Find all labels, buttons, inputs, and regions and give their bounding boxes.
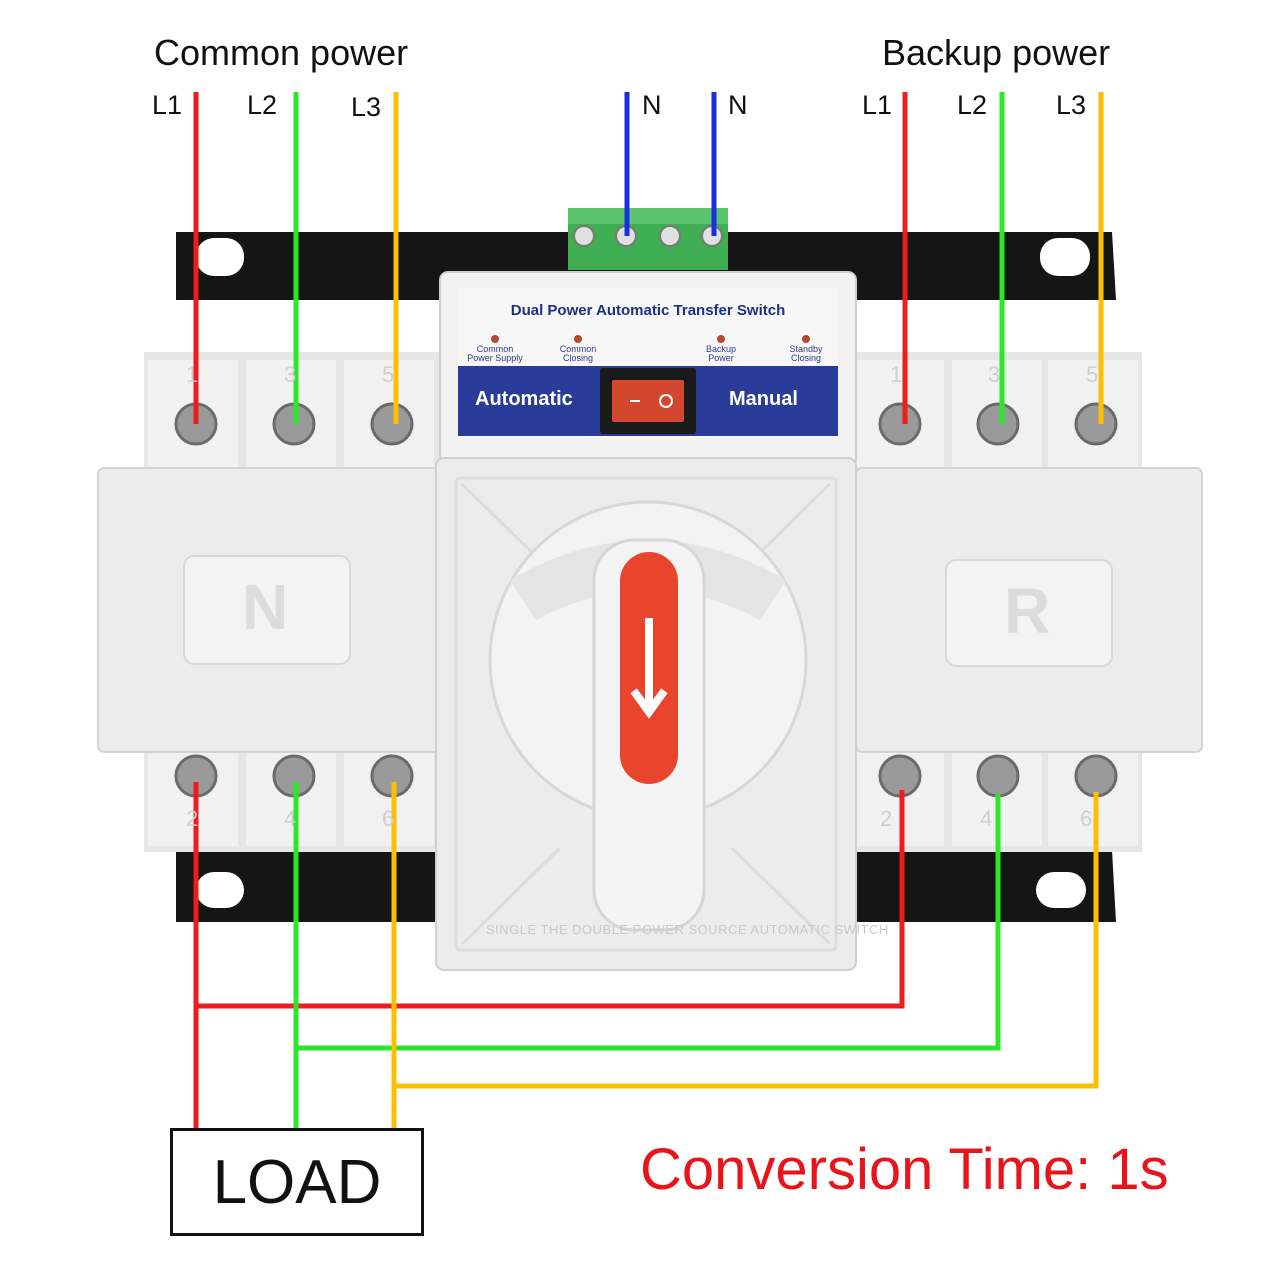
terminal-number-bottom-4: 4 [284,806,297,831]
terminal-number-bottom-6: 6 [382,806,395,831]
controller-body [439,271,857,469]
backup-power-header: Backup power [882,32,1111,73]
indicator-line2: Closing [790,353,821,363]
indicator-line1: Common [476,344,514,354]
wires [193,92,1104,1128]
neutral-2-label: N [728,90,748,120]
terminal-screws [174,402,1118,798]
terminal-number-bottom-6-right: 6 [1080,806,1093,831]
terminal-number-top-5: 5 [382,362,395,387]
left-cover-block [97,467,441,753]
indicator-common-power-supply: Common Power Supply [455,335,535,363]
common-l3-label: L3 [351,92,382,122]
terminal-number-top-3-right: 3 [988,362,1001,387]
terminal-number-top-1: 1 [186,362,199,387]
common-l1-label: L1 [152,90,183,120]
indicator-led [491,335,499,343]
indicator-backup-power: Backup Power [681,335,761,363]
conversion-time-label: Conversion Time: 1s [640,1137,1169,1202]
wire-bridge-l3 [394,792,1099,1089]
indicator-line1: Common [559,344,597,354]
right-cover-block [855,467,1203,753]
common-l2-label: L2 [247,90,278,120]
wire-bridge-l2 [296,794,1001,1051]
backup-l3-label: L3 [1056,90,1087,120]
neutral-1-label: N [642,90,662,120]
block-letter-r: R [1004,575,1051,647]
terminal-number-top-5-right: 5 [1086,362,1099,387]
neutral-terminal-block [568,208,728,270]
indicator-led [717,335,725,343]
indicator-line2: Power Supply [467,353,523,363]
indicator-standby-closing: Standby Closing [766,335,846,363]
mode-rocker-switch [612,380,684,422]
backup-l2-label: L2 [957,90,988,120]
indicator-led [574,335,582,343]
handle-plate [435,457,857,971]
indicator-common-closing: Common Closing [538,335,618,363]
terminal-number-top-1-right: 1 [890,362,903,387]
device-bottom-engraving: SINGLE THE DOUBLE POWER SOURCE AUTOMATIC… [486,922,889,937]
terminal-number-bottom-2-right: 2 [880,806,893,831]
load-box: LOAD [170,1128,424,1236]
terminal-number-bottom-4-right: 4 [980,806,993,831]
backup-l1-label: L1 [862,90,893,120]
mode-manual-label: Manual [729,388,798,410]
terminal-number-top-3: 3 [284,362,297,387]
mode-automatic-label: Automatic [475,388,573,410]
terminal-number-bottom-2: 2 [186,806,199,831]
indicator-led [802,335,810,343]
common-power-header: Common power [154,32,409,73]
block-letter-n: N [242,571,289,643]
indicator-line2: Power [708,353,734,363]
indicator-line2: Closing [562,353,593,363]
wire-bridge-l1 [196,790,905,1009]
device-title: Dual Power Automatic Transfer Switch [510,302,786,319]
indicator-line1: Backup [705,344,737,354]
indicator-line1: Standby [789,344,823,354]
